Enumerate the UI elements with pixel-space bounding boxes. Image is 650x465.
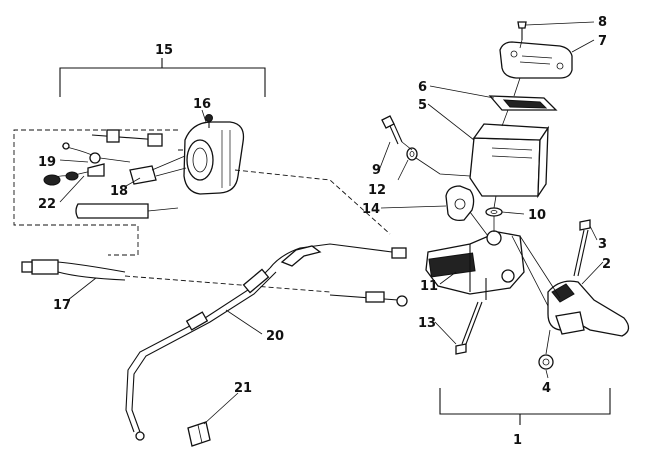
bar-clamp [445, 185, 475, 222]
wire-connector [21, 259, 331, 293]
callout-13: 13 [418, 316, 436, 331]
callout-4: 4 [542, 381, 551, 396]
cover-screw [517, 21, 527, 40]
switch-wiring [43, 129, 187, 219]
cover-plate [499, 41, 573, 79]
cover-gasket [488, 95, 558, 111]
lever-pivot-screw [573, 219, 591, 277]
brake-lever [547, 280, 630, 337]
callout-8: 8 [598, 15, 607, 30]
mount-screw [455, 301, 483, 355]
callout-16: 16 [193, 97, 211, 112]
reservoir [469, 123, 550, 199]
callout-14: 14 [362, 202, 380, 217]
callout-6: 6 [418, 80, 427, 95]
switch-housing [183, 114, 245, 195]
callout-2: 2 [602, 257, 611, 272]
pivot-bolt [381, 115, 403, 145]
group-bracket-15 [59, 58, 266, 97]
group-bracket-1 [439, 388, 611, 425]
harness-outline [13, 129, 178, 256]
master-cylinder-body [425, 230, 525, 300]
callout-10: 10 [528, 208, 546, 223]
callout-labels: 1 2 3 4 5 6 7 8 9 10 11 12 13 14 15 16 1… [38, 15, 611, 448]
callout-15: 15 [155, 43, 173, 58]
cable-adjuster [187, 421, 211, 447]
callout-21: 21 [234, 381, 252, 396]
callout-18: 18 [110, 184, 128, 199]
washer [485, 207, 503, 217]
callout-9: 9 [372, 163, 381, 178]
callout-19: 19 [38, 155, 56, 170]
callout-20: 20 [266, 329, 284, 344]
callout-7: 7 [598, 34, 607, 49]
callout-12: 12 [368, 183, 386, 198]
throttle-cable [125, 169, 408, 441]
leader-lines [59, 21, 604, 425]
callout-5: 5 [418, 98, 427, 113]
lever-nut [538, 354, 554, 370]
callout-22: 22 [38, 197, 56, 212]
callout-17: 17 [53, 298, 71, 313]
callout-3: 3 [598, 237, 607, 252]
nut [406, 147, 418, 161]
callout-1: 1 [513, 433, 522, 448]
alignment-lines [401, 39, 561, 355]
callout-11: 11 [420, 279, 438, 294]
